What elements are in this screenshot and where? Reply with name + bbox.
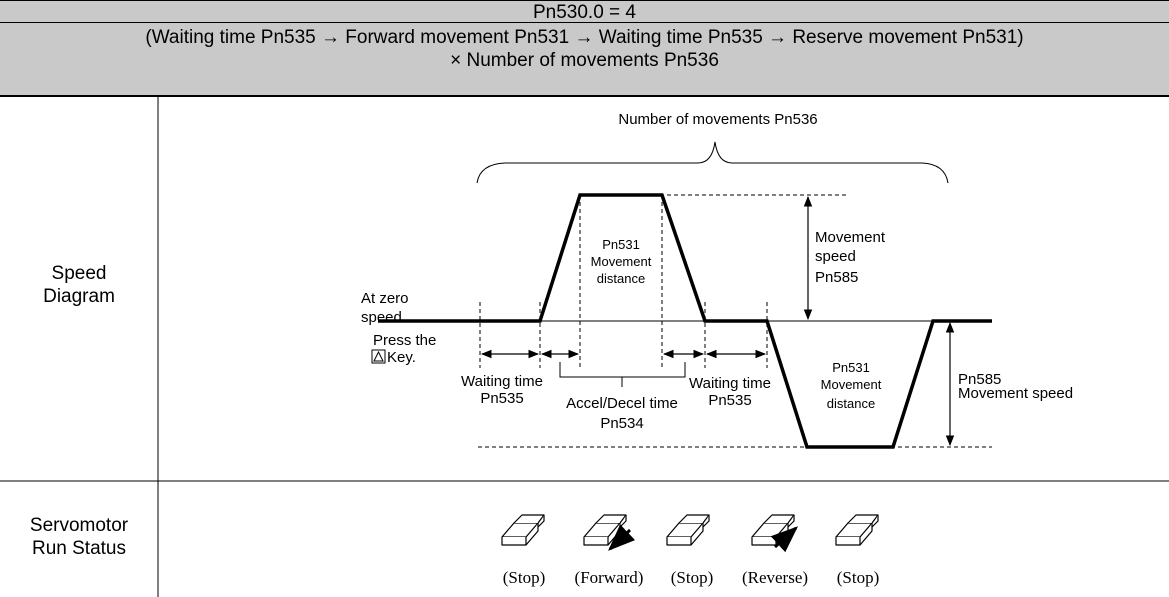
movement-speed-label-3: Pn585 [815,269,858,286]
movement-speed-label-1: Movement [815,229,886,246]
servomotor-status-label: Servomotor Run Status [0,514,158,560]
sequence-line-1: (Waiting time Pn535 → Forward movement P… [145,27,1024,48]
sequence-line-2: × Number of movements Pn536 [450,50,719,71]
at-zero-label-2: speed [361,309,402,326]
press-key-label-2: Key. [387,349,416,366]
status-stop-2: (Stop) [671,568,714,587]
forward-distance-label-1: Pn531 [602,237,640,252]
waiting-time-2-label-2: Pn535 [708,392,751,409]
speed-profile [378,193,992,449]
up-key-icon [371,349,386,364]
accel-decel-bracket [559,362,686,378]
status-reverse: (Reverse) [742,568,808,587]
speed-label-line-1: Speed [51,263,107,284]
servo-label-line-1: Servomotor [29,515,129,536]
status-stop-3: (Stop) [837,568,880,587]
number-of-movements-label: Number of movements Pn536 [618,111,817,128]
mode-title-text: Pn530.0 = 4 [532,2,636,23]
stopped-table-icon [501,514,545,546]
mode-title: Pn530.0 = 4 [0,0,1169,23]
speed-label-line-2: Diagram [43,286,115,307]
forward-distance-label-2: Movement [591,254,652,269]
reverse-distance-label-1: Pn531 [832,360,870,375]
reverse-speed-label-1: Pn585 [958,371,1001,388]
stopped-table-icon [666,514,710,546]
reverse-speed-label-2: Movement speed [958,385,1073,402]
reverse-distance-label-2: Movement [821,377,882,392]
speed-diagram-label: Speed Diagram [0,262,158,308]
at-zero-label-1: At zero [361,290,409,307]
waiting-time-label-1: Waiting time [461,373,543,390]
sequence-description: (Waiting time Pn535 → Forward movement P… [0,23,1169,97]
status-forward: (Forward) [575,568,644,587]
up-key-triangle-icon [373,350,384,362]
waiting-time-label-2: Pn535 [480,390,523,407]
reverse-arrow-icon [770,526,799,553]
waiting-time-2-label-1: Waiting time [689,375,771,392]
reverse-distance-label-3: distance [827,396,875,411]
press-key-label-1: Press the [373,332,436,349]
servo-label-line-2: Run Status [32,538,126,559]
stopped-table-icon [835,514,879,546]
accel-decel-label-2: Pn534 [600,415,643,432]
reverse-table-icon [751,514,795,546]
movement-speed-label-2: speed [815,248,856,265]
accel-decel-label-1: Accel/Decel time [566,395,678,412]
forward-distance-label-3: distance [597,271,645,286]
movements-brace [476,141,949,184]
forward-arrow-icon [608,524,636,551]
status-stop-1: (Stop) [503,568,546,587]
